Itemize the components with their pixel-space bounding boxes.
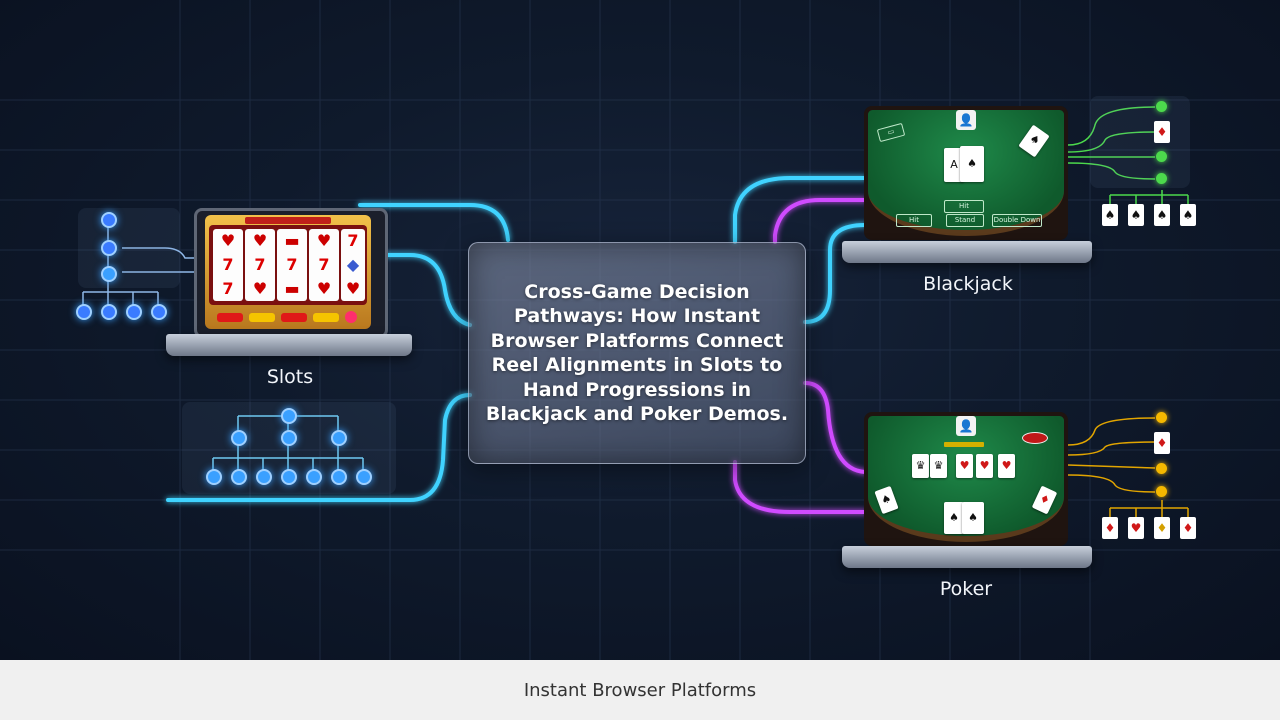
wire-poker-magenta-2 — [733, 460, 867, 514]
tree-node — [126, 304, 142, 320]
tree-node — [331, 469, 347, 485]
reel: ▬7▬ — [277, 229, 307, 301]
playing-card: ♠ — [1154, 204, 1170, 226]
reel: 7◆♥ — [341, 229, 365, 301]
stand-button[interactable]: Stand — [946, 214, 984, 227]
tree-node — [231, 430, 247, 446]
dealer-avatar: 👤 — [956, 110, 976, 130]
playing-card: ♠ — [1102, 204, 1118, 226]
decision-node — [1156, 101, 1167, 112]
poker-laptop-base — [842, 546, 1092, 568]
playing-card: ♠ — [1180, 204, 1196, 226]
playing-card: ♥ — [1128, 517, 1144, 539]
poker-laptop-screen: 👤 ♛ ♛ ♥ ♥ ♥ ♠ ♦ ♠ ♠ — [864, 412, 1068, 546]
cherry-icon: ♥ — [316, 279, 332, 298]
blackjack-label: Blackjack — [923, 273, 1013, 295]
playing-card: ♥ — [956, 454, 973, 478]
slots-label: Slots — [266, 366, 314, 388]
playing-card: ♠ — [1128, 204, 1144, 226]
slots-laptop-base — [166, 334, 412, 356]
blackjack-laptop-base — [842, 241, 1092, 263]
center-title-box: Cross-Game Decision Pathways: How Instan… — [468, 242, 806, 464]
tree-node — [281, 469, 297, 485]
cherry-icon: ♥ — [252, 231, 268, 250]
cherry-icon: ♥ — [316, 231, 332, 250]
dealer-avatar: 👤 — [956, 416, 976, 436]
playing-card: ♦ — [1154, 121, 1170, 143]
cherry-icon: ♥ — [220, 231, 236, 250]
spin-button[interactable] — [313, 313, 339, 322]
wire-blackjack-top — [733, 176, 867, 244]
tree-node — [101, 240, 117, 256]
tree-node — [101, 304, 117, 320]
center-title: Cross-Game Decision Pathways: How Instan… — [485, 280, 789, 426]
decision-node — [1156, 151, 1167, 162]
slot-marquee — [245, 217, 331, 224]
playing-card: ♥ — [976, 454, 993, 478]
tree-node — [331, 430, 347, 446]
hit-button[interactable]: Hit — [896, 214, 932, 227]
playing-card: ♦ — [1154, 432, 1170, 454]
pot-marker — [944, 442, 984, 447]
caption-bar: Instant Browser Platforms — [0, 660, 1280, 720]
hit-button[interactable]: Hit — [944, 200, 984, 213]
playing-card: A — [944, 148, 964, 182]
wire-blackjack-magenta — [773, 198, 867, 244]
caption-text: Instant Browser Platforms — [523, 679, 757, 701]
decision-node — [1156, 412, 1167, 423]
cherry-icon: ♥ — [345, 279, 361, 298]
connection-wires — [82, 106, 1189, 517]
tree-node — [76, 304, 92, 320]
tree-node — [306, 469, 322, 485]
tree-node — [281, 408, 297, 424]
tree-node — [281, 430, 297, 446]
reel: ♥7♥ — [309, 229, 339, 301]
decision-node — [1156, 486, 1167, 497]
tree-node — [231, 469, 247, 485]
slots-tree-panel — [78, 208, 180, 288]
spin-button[interactable] — [249, 313, 275, 322]
playing-card: ♠ — [960, 146, 984, 182]
playing-card: ♛ — [912, 454, 929, 478]
spin-button[interactable] — [345, 311, 357, 323]
tree-node — [151, 304, 167, 320]
spin-button[interactable] — [281, 313, 307, 322]
wire-slots-top — [358, 203, 510, 242]
tree-node — [101, 266, 117, 282]
playing-card: ♠ — [962, 502, 984, 534]
tree-node — [256, 469, 272, 485]
tree-node — [101, 212, 117, 228]
cherry-icon: ♥ — [252, 279, 268, 298]
wire-slots-mid — [383, 253, 472, 327]
wire-blackjack-cyan — [803, 223, 867, 324]
blackjack-tree-panel — [1090, 96, 1190, 188]
poker-label: Poker — [939, 578, 993, 600]
playing-card: ♦ — [1102, 517, 1118, 539]
playing-card: ♦ — [1180, 517, 1196, 539]
tree-node — [356, 469, 372, 485]
tree-node — [206, 469, 222, 485]
chip-stack — [1022, 432, 1048, 444]
double-down-button[interactable]: Double Down — [992, 214, 1042, 227]
playing-card: ♠ — [944, 502, 964, 534]
playing-card: ♦ — [1154, 517, 1170, 539]
wire-poker-magenta-1 — [803, 381, 867, 474]
blackjack-laptop-screen: 👤 A ♠ ♠ ▭ Hit Hit Stand Double Down — [864, 106, 1068, 240]
playing-card: ♛ — [930, 454, 947, 478]
decision-node — [1156, 173, 1167, 184]
wire-bottom-tree — [166, 393, 472, 502]
spin-button[interactable] — [217, 313, 243, 322]
reel: ♥7♥ — [245, 229, 275, 301]
decision-node — [1156, 463, 1167, 474]
playing-card: ♥ — [998, 454, 1015, 478]
